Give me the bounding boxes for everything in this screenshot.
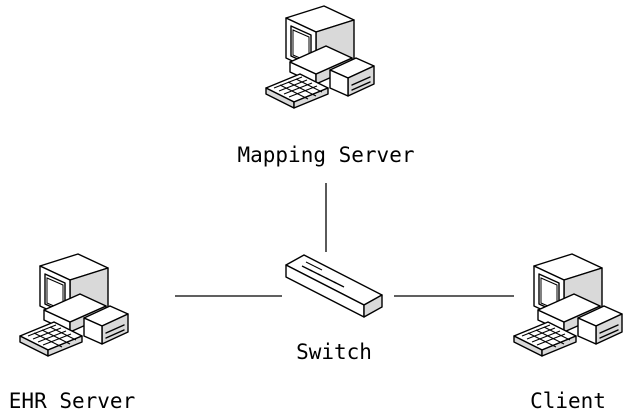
switch-label: Switch: [296, 340, 372, 364]
client-label: Client: [530, 389, 606, 413]
mapping-server-label: Mapping Server: [237, 143, 414, 167]
client-node[interactable]: Client: [513, 253, 623, 413]
ehr-server-label: EHR Server: [9, 389, 135, 413]
desktop-computer-icon: [513, 253, 623, 357]
network-switch-icon: [285, 254, 383, 318]
desktop-computer-icon: [19, 253, 129, 357]
switch-node[interactable]: Switch: [285, 254, 383, 364]
mapping-server-node[interactable]: Mapping Server: [237, 5, 415, 167]
desktop-computer-icon: [265, 5, 375, 109]
ehr-server-node[interactable]: EHR Server: [9, 253, 135, 413]
